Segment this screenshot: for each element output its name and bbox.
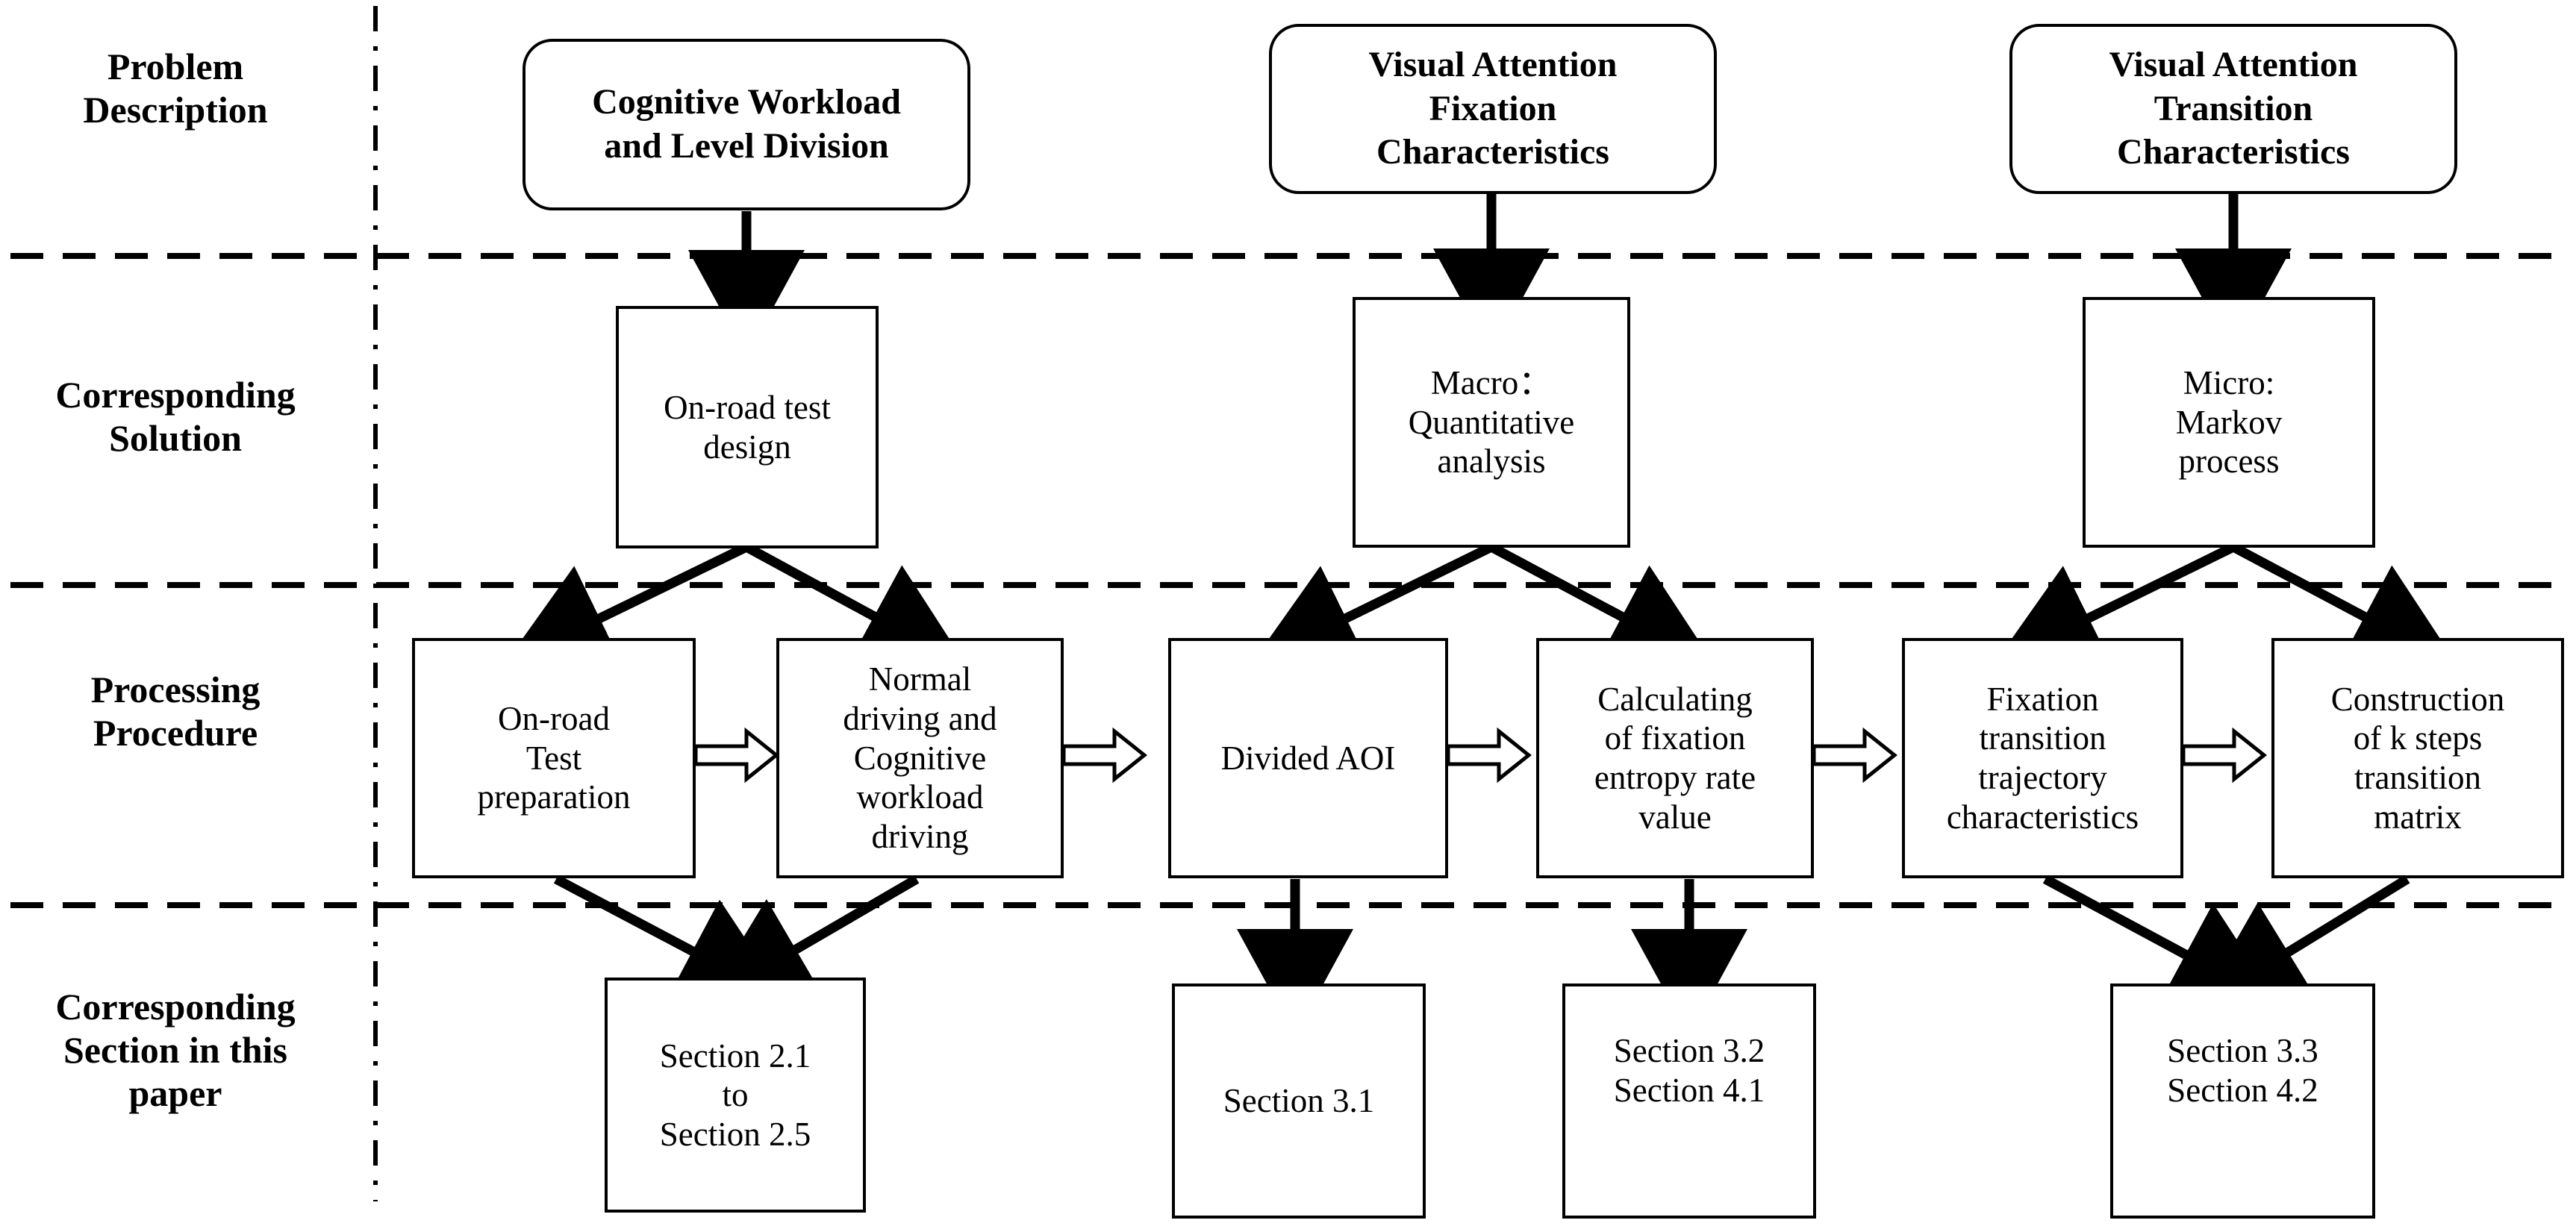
node-label: Section 3.1 bbox=[1223, 1082, 1375, 1120]
block-arrow-proc1-to-proc2 bbox=[693, 727, 780, 784]
arrow-proc5-to-section4 bbox=[2042, 875, 2280, 1006]
node-solution-micro[interactable]: Micro: Markov process bbox=[2083, 297, 2375, 548]
arrow-solution3-to-proc6 bbox=[2230, 542, 2459, 669]
row-label-processing-procedure: Processing Procedure bbox=[90, 669, 261, 754]
node-section-2-1-to-2-5[interactable]: Section 2.1 to Section 2.5 bbox=[605, 978, 866, 1213]
row-label-corresponding-solution: Corresponding Solution bbox=[55, 374, 296, 459]
arrow-solution2-to-proc4 bbox=[1488, 542, 1716, 669]
node-proc-k-step-matrix[interactable]: Construction of k steps transition matri… bbox=[2271, 638, 2564, 878]
node-proc-normal-cognitive-driving[interactable]: Normal driving and Cognitive workload dr… bbox=[776, 638, 1064, 878]
block-arrow-proc4-to-proc5 bbox=[1812, 727, 1898, 784]
node-label: Calculating of fixation entropy rate val… bbox=[1594, 680, 1756, 836]
node-section-3-2-4-1[interactable]: Section 3.2 Section 4.1 bbox=[1562, 983, 1816, 1219]
node-label: On-road test design bbox=[664, 388, 831, 466]
node-label: Section 2.1 to Section 2.5 bbox=[659, 1036, 811, 1153]
node-problem-transition[interactable]: Visual Attention Transition Characterist… bbox=[2009, 24, 2457, 194]
node-problem-fixation[interactable]: Visual Attention Fixation Characteristic… bbox=[1269, 24, 1717, 194]
block-arrow-proc2-to-proc3 bbox=[1061, 727, 1148, 784]
block-arrow-proc5-to-proc6 bbox=[2181, 727, 2268, 784]
block-arrow-proc3-to-proc4 bbox=[1446, 727, 1532, 784]
node-label: Section 3.2 Section 4.1 bbox=[1613, 1032, 1765, 1109]
node-solution-macro[interactable]: Macro： Quantitative analysis bbox=[1353, 297, 1630, 548]
arrow-proc2-to-section1 bbox=[703, 875, 920, 1004]
node-proc-fixation-entropy[interactable]: Calculating of fixation entropy rate val… bbox=[1536, 638, 1814, 878]
row-label-corresponding-section: Corresponding Section in this paper bbox=[55, 986, 296, 1114]
node-solution-onroad-test-design[interactable]: On-road test design bbox=[616, 306, 879, 548]
arrow-solution2-to-proc3 bbox=[1250, 542, 1494, 671]
node-label: Section 3.3 Section 4.2 bbox=[2167, 1032, 2318, 1109]
node-label: Construction of k steps transition matri… bbox=[2330, 680, 2505, 836]
node-label: Visual Attention Fixation Characteristic… bbox=[1368, 45, 1618, 172]
node-label: On-road Test preparation bbox=[477, 700, 631, 816]
node-label: Cognitive Workload and Level Division bbox=[592, 82, 901, 166]
node-proc-fixation-trajectory[interactable]: Fixation transition trajectory character… bbox=[1902, 638, 2183, 878]
node-section-3-1[interactable]: Section 3.1 bbox=[1172, 983, 1426, 1219]
node-label: Visual Attention Transition Characterist… bbox=[2109, 45, 2358, 172]
arrow-proc1-to-section1 bbox=[553, 875, 787, 1003]
node-label: Normal driving and Cognitive workload dr… bbox=[843, 660, 997, 855]
node-label: Fixation transition trajectory character… bbox=[1946, 680, 2139, 836]
arrow-solution1-to-proc2 bbox=[743, 542, 968, 668]
node-problem-cognitive-workload[interactable]: Cognitive Workload and Level Division bbox=[523, 39, 970, 210]
node-proc-onroad-test-preparation[interactable]: On-road Test preparation bbox=[412, 638, 696, 878]
node-label: Micro: Markov process bbox=[2175, 364, 2283, 481]
arrow-proc6-to-section4 bbox=[2197, 875, 2410, 1008]
row-label-problem-description: Problem Description bbox=[83, 46, 268, 131]
arrow-solution1-to-proc1 bbox=[503, 542, 749, 671]
node-label: Macro： Quantitative analysis bbox=[1408, 364, 1575, 481]
arrow-solution3-to-proc5 bbox=[1993, 542, 2236, 671]
node-label: Divided AOI bbox=[1220, 739, 1396, 777]
node-proc-divided-aoi[interactable]: Divided AOI bbox=[1168, 638, 1448, 878]
node-section-3-3-4-2[interactable]: Section 3.3 Section 4.2 bbox=[2110, 983, 2375, 1219]
